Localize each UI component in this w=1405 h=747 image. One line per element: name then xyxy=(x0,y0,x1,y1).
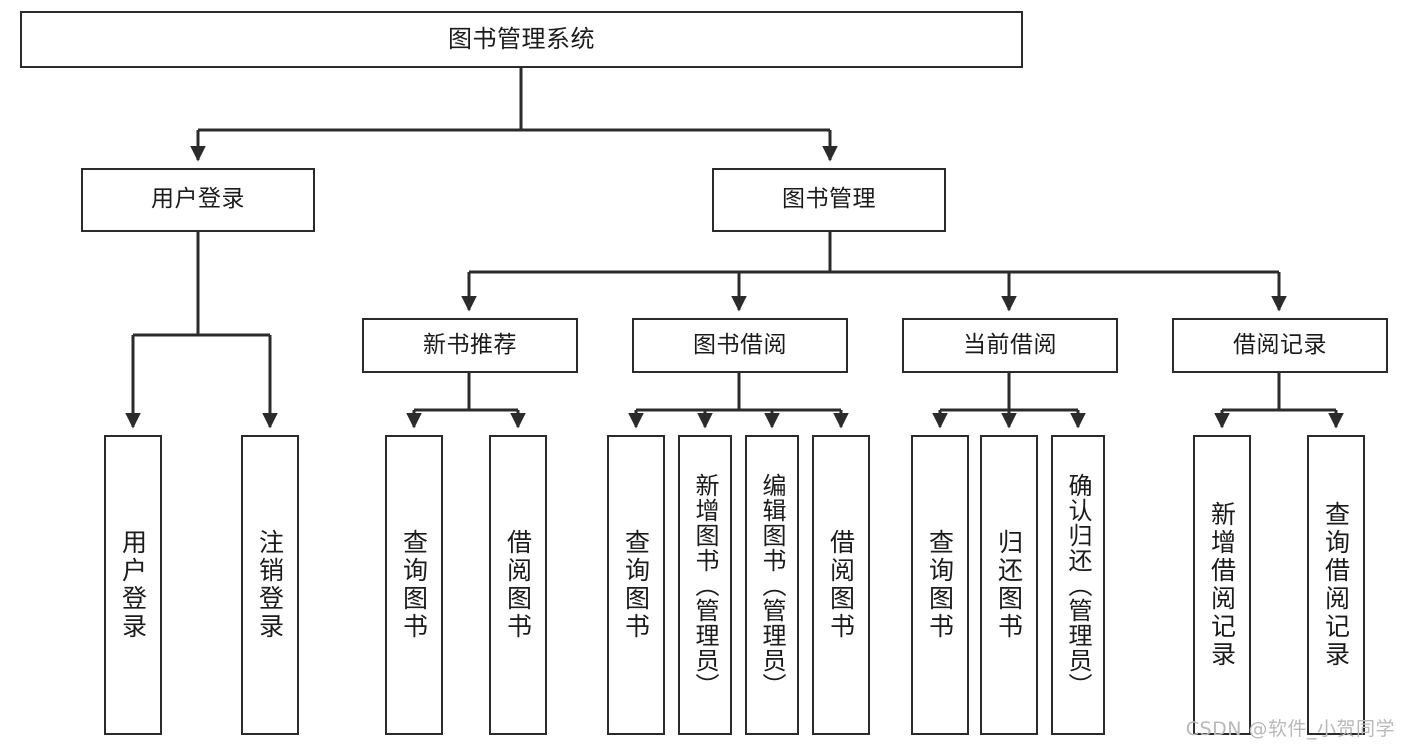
node-leaf-query-book-current[interactable]: 查询图书 xyxy=(911,435,969,735)
node-label: 当前借阅 xyxy=(963,331,1057,358)
node-label: 确认归还（管理员） xyxy=(1064,472,1092,698)
node-label: 借阅图书 xyxy=(503,529,533,641)
node-label: 用户登录 xyxy=(118,529,148,641)
node-label: 查询图书 xyxy=(399,529,429,641)
node-new-book-recommend[interactable]: 新书推荐 xyxy=(362,318,578,373)
node-label: 新增借阅记录 xyxy=(1207,501,1237,669)
node-leaf-logout-login[interactable]: 注销登录 xyxy=(241,435,299,735)
node-leaf-query-book-borrow[interactable]: 查询图书 xyxy=(607,435,665,735)
node-label: 新增图书（管理员） xyxy=(691,472,719,698)
node-leaf-confirm-return-admin[interactable]: 确认归还（管理员） xyxy=(1051,435,1105,735)
node-leaf-borrow-book-recommend[interactable]: 借阅图书 xyxy=(489,435,547,735)
csdn-watermark: CSDN @软件_小贺同学 xyxy=(1185,718,1395,740)
node-leaf-query-book-recommend[interactable]: 查询图书 xyxy=(385,435,443,735)
node-leaf-return-book[interactable]: 归还图书 xyxy=(980,435,1038,735)
node-label: 借阅记录 xyxy=(1233,331,1327,358)
node-book-manage[interactable]: 图书管理 xyxy=(712,168,946,232)
node-current-borrow[interactable]: 当前借阅 xyxy=(902,318,1118,373)
node-book-borrow[interactable]: 图书借阅 xyxy=(632,318,848,373)
node-leaf-user-login[interactable]: 用户登录 xyxy=(104,435,162,735)
node-label: 图书管理系统 xyxy=(448,25,595,54)
node-label: 查询借阅记录 xyxy=(1321,501,1351,669)
node-label: 图书管理 xyxy=(782,186,876,213)
node-label: 注销登录 xyxy=(255,529,285,641)
node-leaf-add-borrow-record[interactable]: 新增借阅记录 xyxy=(1193,435,1251,735)
node-label: 借阅图书 xyxy=(826,529,856,641)
node-leaf-edit-book-admin[interactable]: 编辑图书（管理员） xyxy=(745,435,799,735)
node-label: 图书借阅 xyxy=(693,331,787,358)
node-label: 用户登录 xyxy=(151,186,245,213)
node-root-book-management-system[interactable]: 图书管理系统 xyxy=(20,11,1023,68)
node-label: 编辑图书（管理员） xyxy=(758,472,786,698)
node-user-login[interactable]: 用户登录 xyxy=(81,168,315,232)
node-leaf-add-book-admin[interactable]: 新增图书（管理员） xyxy=(678,435,732,735)
node-label: 查询图书 xyxy=(621,529,651,641)
node-borrow-record[interactable]: 借阅记录 xyxy=(1172,318,1388,373)
node-leaf-query-borrow-record[interactable]: 查询借阅记录 xyxy=(1307,435,1365,735)
node-label: 新书推荐 xyxy=(423,331,517,358)
node-label: 查询图书 xyxy=(925,529,955,641)
node-label: 归还图书 xyxy=(994,529,1024,641)
node-leaf-borrow-book[interactable]: 借阅图书 xyxy=(812,435,870,735)
